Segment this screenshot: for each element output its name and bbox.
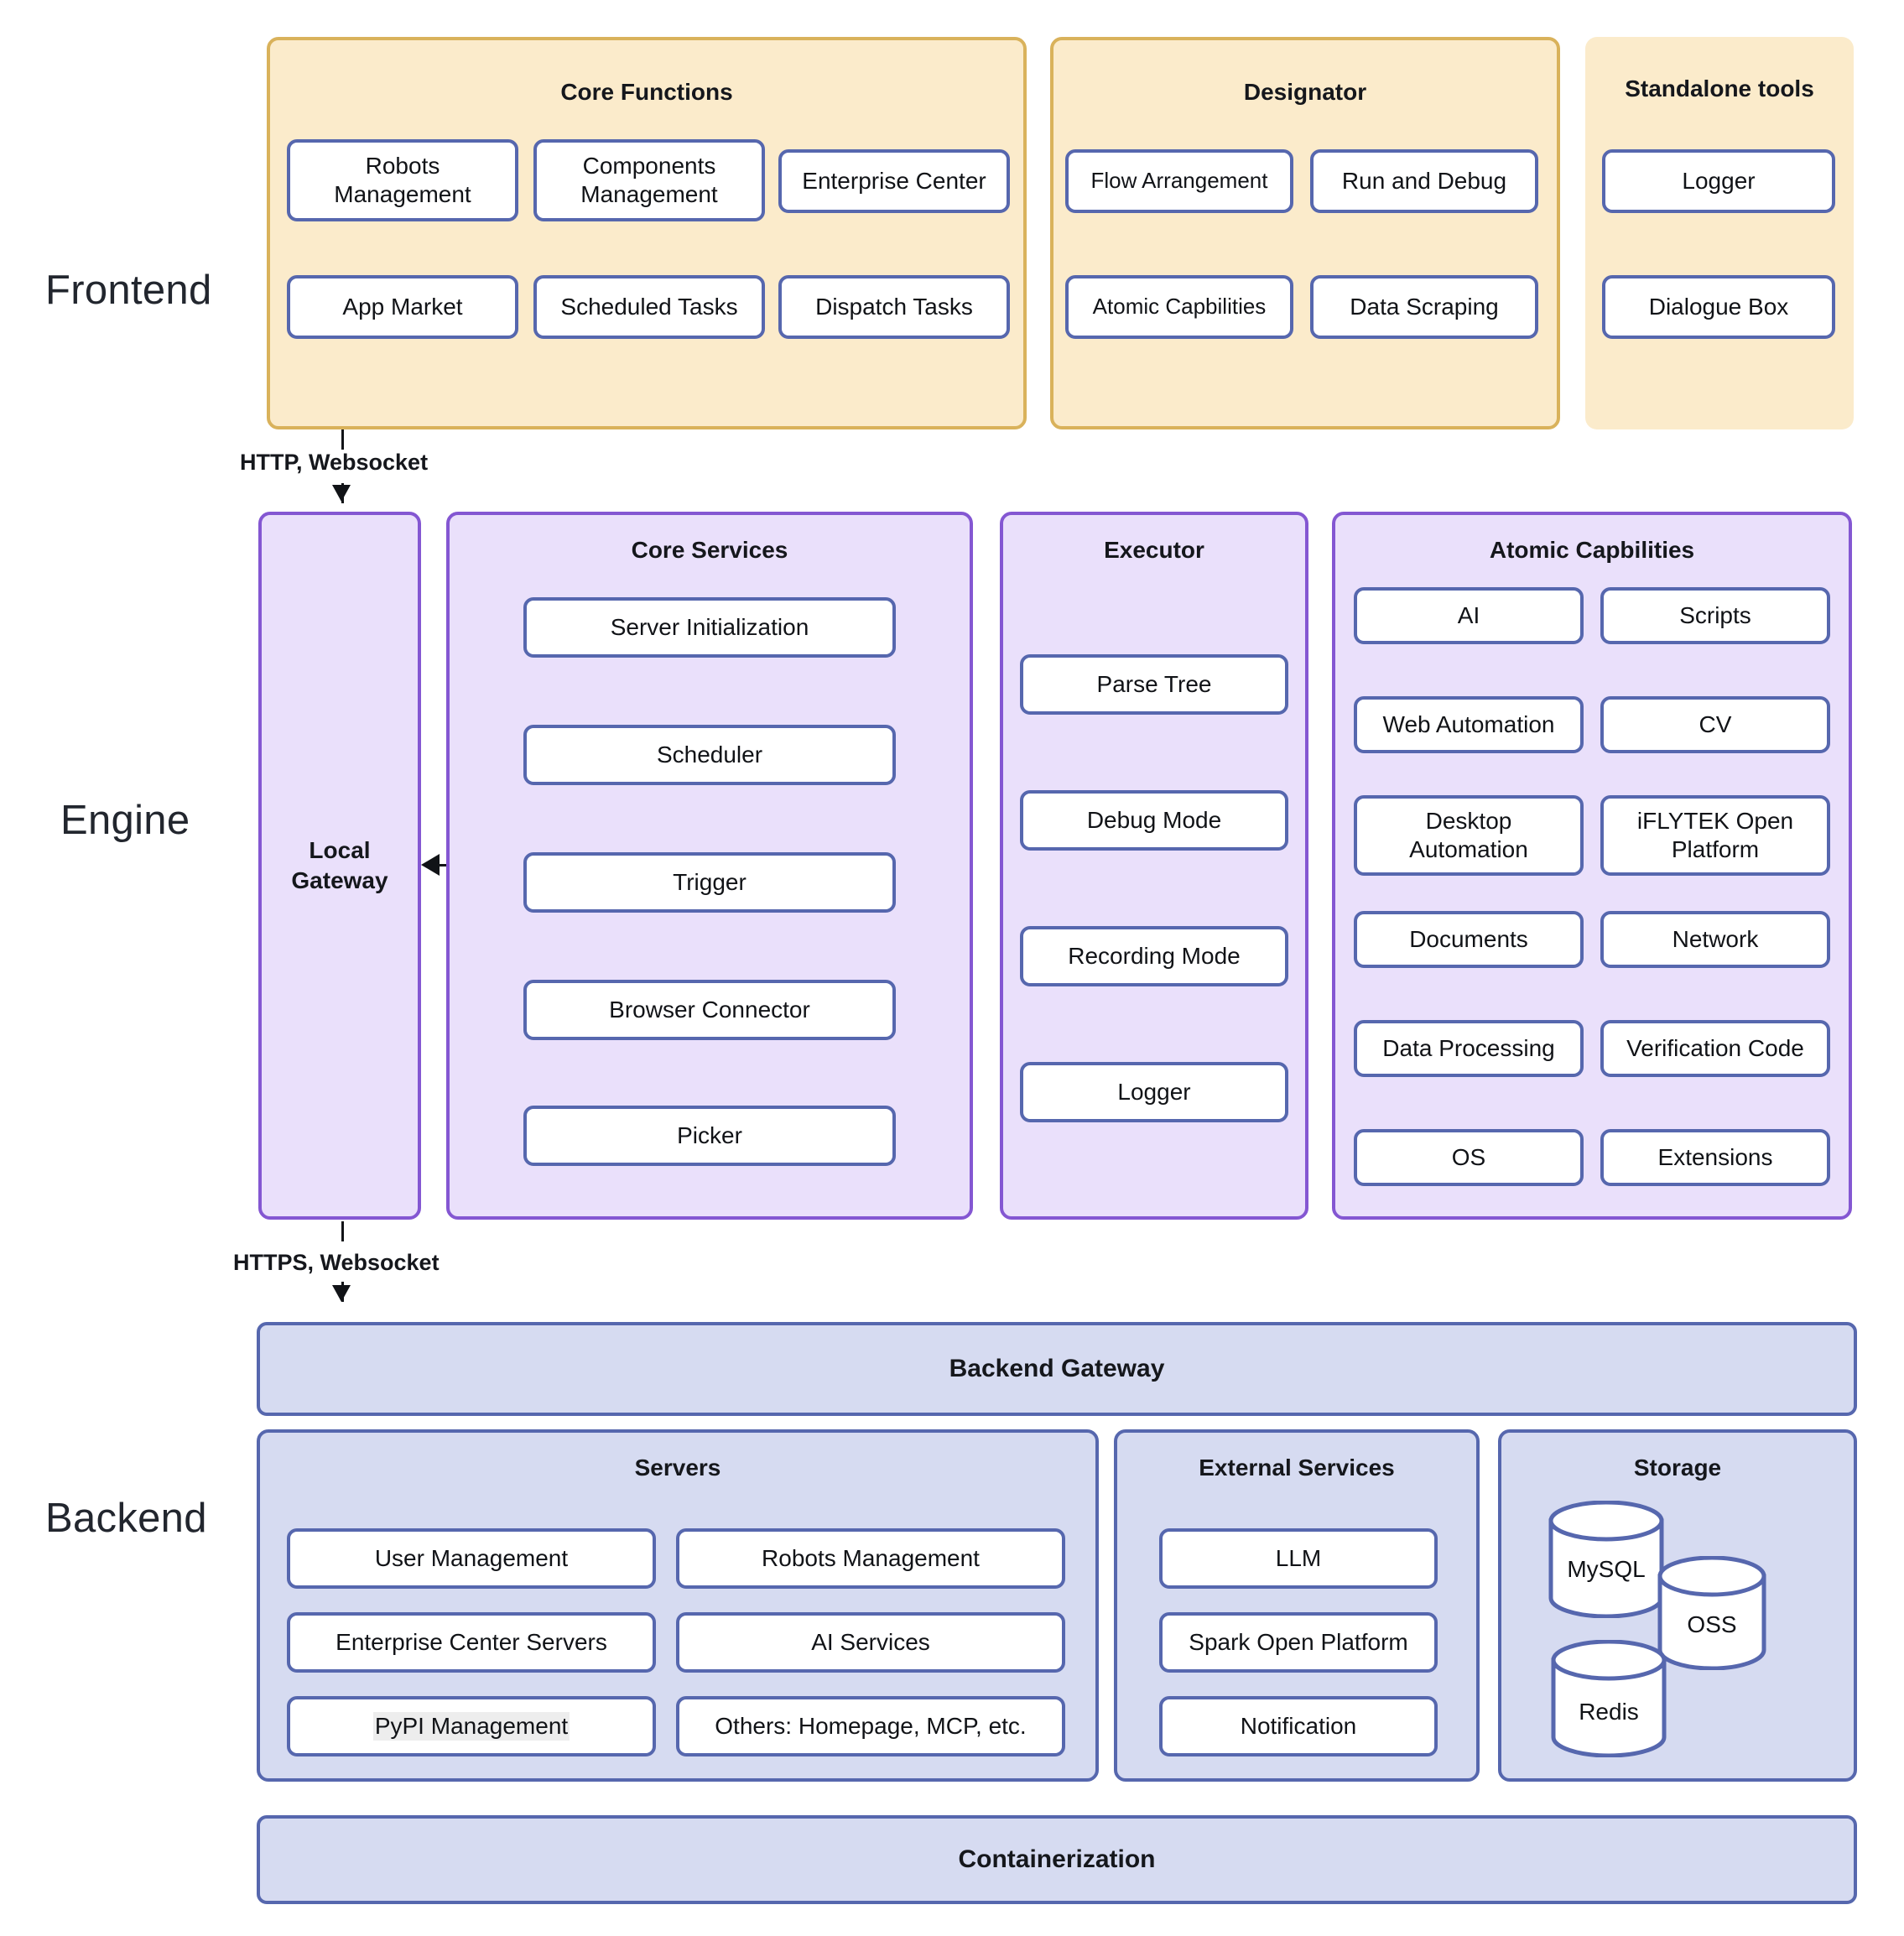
engine-item-server-initialization[interactable]: Server Initialization bbox=[523, 597, 896, 658]
backend-item-enterprise-center-servers[interactable]: Enterprise Center Servers bbox=[287, 1612, 656, 1673]
cylinder-shape-icon bbox=[1548, 1501, 1664, 1618]
backend-gateway-bar[interactable]: Backend Gateway bbox=[257, 1322, 1857, 1416]
connector-arrow-engine-backend bbox=[332, 1285, 351, 1302]
engine-item-documents[interactable]: Documents bbox=[1354, 911, 1584, 968]
engine-item-cv[interactable]: CV bbox=[1600, 696, 1830, 753]
backend-item-spark-open-platform[interactable]: Spark Open Platform bbox=[1159, 1612, 1438, 1673]
engine-item-web-automation[interactable]: Web Automation bbox=[1354, 696, 1584, 753]
frontend-item-flow-arrangement[interactable]: Flow Arrangement bbox=[1065, 149, 1293, 213]
backend-item-others[interactable]: Others: Homepage, MCP, etc. bbox=[676, 1696, 1065, 1756]
storage-cylinder-mysql[interactable]: MySQL bbox=[1548, 1501, 1665, 1618]
engine-item-os[interactable]: OS bbox=[1354, 1129, 1584, 1186]
group-designator: Designator bbox=[1050, 37, 1560, 429]
group-title-designator: Designator bbox=[1243, 79, 1367, 105]
group-title-core-services: Core Services bbox=[631, 537, 788, 563]
frontend-item-enterprise-center[interactable]: Enterprise Center bbox=[778, 149, 1010, 213]
engine-item-recording-mode[interactable]: Recording Mode bbox=[1020, 926, 1288, 986]
layer-label-backend: Backend bbox=[45, 1496, 207, 1541]
engine-item-picker[interactable]: Picker bbox=[523, 1106, 896, 1166]
group-title-core-functions: Core Functions bbox=[560, 79, 733, 105]
group-title-servers: Servers bbox=[634, 1455, 721, 1481]
frontend-item-dialogue-box[interactable]: Dialogue Box bbox=[1602, 275, 1835, 339]
group-title-atomic-capbilities: Atomic Capbilities bbox=[1489, 537, 1695, 563]
backend-item-robots-management[interactable]: Robots Management bbox=[676, 1528, 1065, 1589]
backend-item-pypi-management-label: PyPI Management bbox=[372, 1711, 570, 1741]
frontend-item-scheduled-tasks[interactable]: Scheduled Tasks bbox=[533, 275, 765, 339]
engine-item-debug-mode[interactable]: Debug Mode bbox=[1020, 790, 1288, 851]
engine-item-scheduler[interactable]: Scheduler bbox=[523, 725, 896, 785]
frontend-item-app-market[interactable]: App Market bbox=[287, 275, 518, 339]
frontend-item-atomic-capbilities[interactable]: Atomic Capbilities bbox=[1065, 275, 1293, 339]
engine-item-network[interactable]: Network bbox=[1600, 911, 1830, 968]
backend-item-user-management[interactable]: User Management bbox=[287, 1528, 656, 1589]
group-title-storage: Storage bbox=[1633, 1455, 1722, 1481]
backend-item-ai-services[interactable]: AI Services bbox=[676, 1612, 1065, 1673]
frontend-item-dispatch-tasks[interactable]: Dispatch Tasks bbox=[778, 275, 1010, 339]
local-gateway[interactable]: Local Gateway bbox=[258, 512, 421, 1220]
backend-item-pypi-management[interactable]: PyPI Management bbox=[287, 1696, 656, 1756]
engine-item-verification-code[interactable]: Verification Code bbox=[1600, 1020, 1830, 1077]
cylinder-shape-icon bbox=[1551, 1640, 1667, 1757]
group-core-functions: Core Functions bbox=[267, 37, 1027, 429]
group-title-standalone-tools: Standalone tools bbox=[1625, 75, 1814, 101]
frontend-item-robots-management[interactable]: Robots Management bbox=[287, 139, 518, 221]
storage-label-mysql: MySQL bbox=[1567, 1556, 1646, 1582]
storage-cylinder-redis[interactable]: Redis bbox=[1550, 1640, 1667, 1757]
frontend-item-components-management[interactable]: Components Management bbox=[533, 139, 765, 221]
storage-label-redis: Redis bbox=[1579, 1699, 1639, 1725]
frontend-item-run-and-debug[interactable]: Run and Debug bbox=[1310, 149, 1538, 213]
frontend-item-logger[interactable]: Logger bbox=[1602, 149, 1835, 213]
group-title-external-services: External Services bbox=[1199, 1455, 1395, 1481]
group-standalone-tools: Standalone tools bbox=[1585, 37, 1854, 429]
backend-item-llm[interactable]: LLM bbox=[1159, 1528, 1438, 1589]
engine-item-desktop-automation[interactable]: Desktop Automation bbox=[1354, 795, 1584, 876]
engine-item-trigger[interactable]: Trigger bbox=[523, 852, 896, 913]
engine-item-iflytek-open-platform[interactable]: iFLYTEK Open Platform bbox=[1600, 795, 1830, 876]
engine-item-parse-tree[interactable]: Parse Tree bbox=[1020, 654, 1288, 715]
engine-item-extensions[interactable]: Extensions bbox=[1600, 1129, 1830, 1186]
engine-item-logger[interactable]: Logger bbox=[1020, 1062, 1288, 1122]
connector-arrow-frontend-engine bbox=[332, 485, 351, 502]
engine-item-browser-connector[interactable]: Browser Connector bbox=[523, 980, 896, 1040]
engine-item-ai[interactable]: AI bbox=[1354, 587, 1584, 644]
frontend-item-data-scraping[interactable]: Data Scraping bbox=[1310, 275, 1538, 339]
connector-line-engine-backend bbox=[341, 1221, 344, 1241]
storage-cylinder-oss[interactable]: OSS bbox=[1657, 1556, 1767, 1670]
connector-line-frontend-engine bbox=[341, 429, 344, 450]
group-title-executor: Executor bbox=[1104, 537, 1204, 563]
connector-label-http-websocket: HTTP, Websocket bbox=[240, 450, 429, 475]
storage-label-oss: OSS bbox=[1687, 1611, 1737, 1637]
layer-label-engine: Engine bbox=[60, 798, 190, 843]
containerization-bar[interactable]: Containerization bbox=[257, 1815, 1857, 1904]
backend-item-notification[interactable]: Notification bbox=[1159, 1696, 1438, 1756]
engine-item-scripts[interactable]: Scripts bbox=[1600, 587, 1830, 644]
cylinder-shape-icon bbox=[1657, 1556, 1766, 1670]
connector-label-https-websocket: HTTPS, Websocket bbox=[233, 1250, 440, 1275]
engine-item-data-processing[interactable]: Data Processing bbox=[1354, 1020, 1584, 1077]
layer-label-frontend: Frontend bbox=[45, 268, 212, 313]
